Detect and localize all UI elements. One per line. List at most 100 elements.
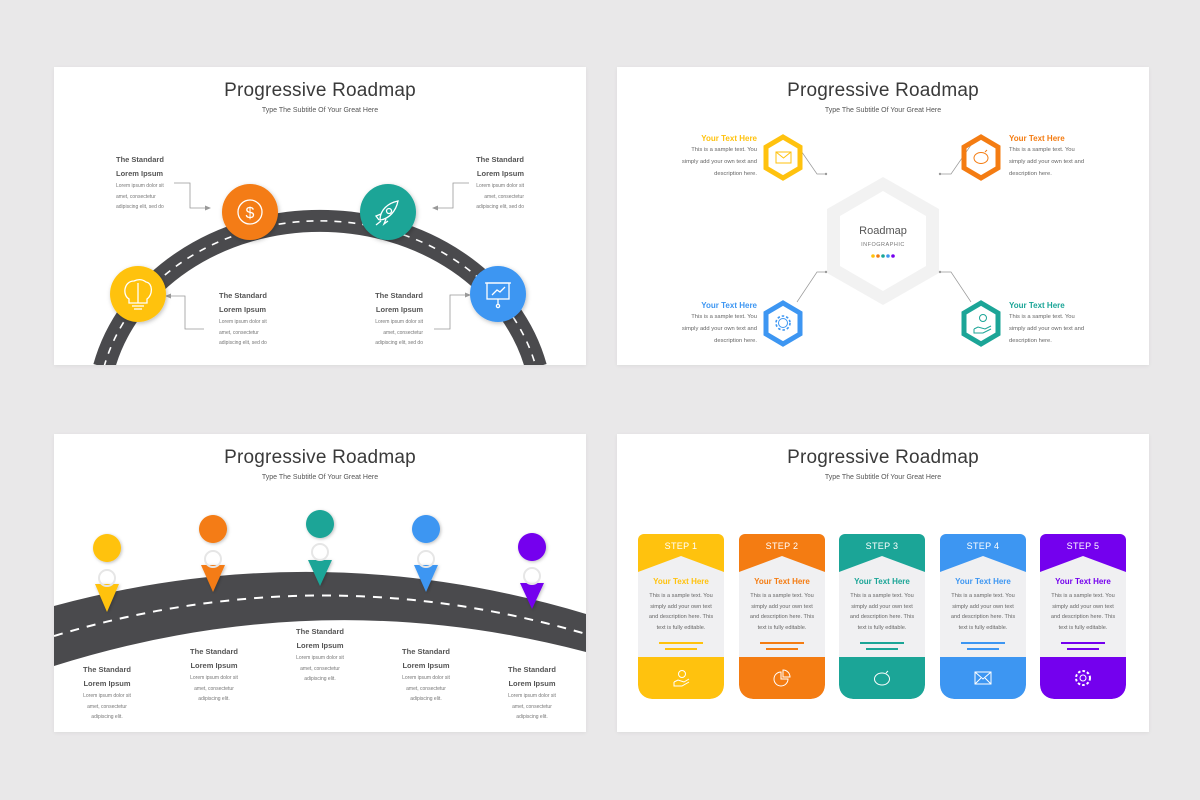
milestone-desc: amet, consectetur bbox=[116, 193, 156, 200]
milestone-subheading: Lorem Ipsum bbox=[375, 305, 423, 314]
hand-coin-icon bbox=[973, 314, 992, 334]
pin-desc: Lorem ipsum dolor sit bbox=[508, 693, 556, 699]
slide-subtitle: Type The Subtitle Of Your Great Here bbox=[261, 107, 379, 114]
step-title: Your Text Here bbox=[1055, 577, 1111, 586]
hub-subtitle: INFOGRAPHIC bbox=[861, 242, 905, 248]
slide-arc-roadmap[interactable]: Progressive Roadmap Type The Subtitle Of… bbox=[54, 67, 586, 365]
step-card-2[interactable]: STEP 2 Your Text Here This is a sample t… bbox=[739, 534, 825, 699]
pie-chart-icon bbox=[773, 669, 791, 687]
pin-desc: amet, consectetur bbox=[194, 685, 234, 692]
step-title: Your Text Here bbox=[854, 577, 910, 586]
step-title: Your Text Here bbox=[653, 577, 709, 586]
hex-item-1-text: Your Text Here This is a sample text. Yo… bbox=[1009, 133, 1109, 180]
pin-desc: adipiscing elit. bbox=[516, 714, 548, 720]
step-card-5[interactable]: STEP 5 Your Text Here This is a sample t… bbox=[1040, 534, 1126, 699]
pin-heading: The Standard bbox=[508, 665, 556, 674]
milestone-heading: The Standard bbox=[116, 155, 164, 164]
dollar-coin-icon: $ bbox=[237, 199, 263, 225]
hex-item-desc: simply add your own text and bbox=[681, 326, 757, 332]
envelope-icon bbox=[974, 671, 992, 685]
hex-item-desc: This is a sample text. You bbox=[1009, 314, 1075, 320]
milestone-desc: Lorem ipsum dolor sit bbox=[219, 319, 267, 325]
divider-line bbox=[860, 642, 904, 644]
arc-road-graphic: $ bbox=[93, 182, 547, 365]
pin-desc: Lorem ipsum dolor sit bbox=[190, 675, 238, 681]
pin-heading: The Standard bbox=[296, 627, 344, 636]
hex-item-desc: simply add your own text and bbox=[1009, 159, 1085, 165]
hex-item-title: Your Text Here bbox=[701, 134, 757, 143]
hex-item-desc: description here. bbox=[714, 171, 757, 177]
step-footer bbox=[1040, 657, 1126, 699]
pin-heading: The Standard bbox=[402, 647, 450, 656]
step-footer bbox=[739, 657, 825, 699]
pin-subheading: Lorem Ipsum bbox=[508, 679, 556, 688]
milestone-3-text: The Standard Lorem Ipsum Lorem ipsum dol… bbox=[343, 289, 423, 349]
slide-pin-roadmap[interactable]: Progressive Roadmap Type The Subtitle Of… bbox=[54, 434, 586, 732]
hex-item-desc: description here. bbox=[1009, 171, 1052, 177]
divider-line bbox=[766, 648, 798, 650]
divider-line bbox=[1061, 642, 1105, 644]
hex-item-2-text: Your Text Here This is a sample text. Yo… bbox=[657, 300, 757, 347]
presentation-chart-icon bbox=[485, 282, 511, 309]
hex-item-title: Your Text Here bbox=[1009, 301, 1065, 310]
piggy-bank-icon bbox=[973, 149, 989, 164]
milestone-desc: amet, consectetur bbox=[219, 329, 259, 336]
step-card-1[interactable]: STEP 1 Your Text Here This is a sample t… bbox=[638, 534, 724, 699]
divider-line bbox=[659, 642, 703, 644]
hex-item-desc: This is a sample text. You bbox=[691, 314, 757, 320]
divider-line bbox=[1067, 648, 1099, 650]
hexagon-hub-graphic bbox=[763, 134, 1001, 347]
step-label: STEP 3 bbox=[865, 541, 899, 551]
milestone-desc: Lorem ipsum dolor sit bbox=[116, 183, 164, 189]
milestone-2-text: The Standard Lorem Ipsum Lorem ipsum dol… bbox=[444, 153, 524, 213]
milestone-desc: amet, consectetur bbox=[383, 329, 423, 336]
svg-text:$: $ bbox=[246, 205, 255, 222]
step-card-4[interactable]: STEP 4 Your Text Here This is a sample t… bbox=[940, 534, 1026, 699]
svg-text:B: B bbox=[212, 557, 215, 562]
step-footer bbox=[638, 657, 724, 699]
step-footer bbox=[839, 657, 925, 699]
milestone-subheading: Lorem Ipsum bbox=[476, 169, 524, 178]
slide-hexagon-roadmap[interactable]: Progressive Roadmap Type The Subtitle Of… bbox=[617, 67, 1149, 365]
hex-item-desc: simply add your own text and bbox=[1009, 326, 1085, 332]
rocket-icon bbox=[374, 200, 399, 226]
slide-title: Progressive Roadmap bbox=[224, 447, 416, 468]
pin-subheading: Lorem Ipsum bbox=[402, 661, 450, 670]
milestone-desc: amet, consectetur bbox=[484, 193, 524, 200]
slide-title: Progressive Roadmap bbox=[787, 80, 979, 101]
step-label: STEP 2 bbox=[765, 541, 799, 551]
step-header-shape bbox=[940, 534, 1026, 572]
pin-desc: Lorem ipsum dolor sit bbox=[402, 675, 450, 681]
pin-desc: Lorem ipsum dolor sit bbox=[83, 693, 131, 699]
slide-step-cards[interactable]: Progressive Roadmap Type The Subtitle Of… bbox=[617, 434, 1149, 732]
step-header-shape bbox=[739, 534, 825, 572]
pin-desc: amet, consectetur bbox=[87, 703, 127, 710]
milestone-0-text: The Standard Lorem Ipsum Lorem ipsum dol… bbox=[219, 289, 299, 349]
step-label: STEP 1 bbox=[664, 541, 698, 551]
pin-e-text: The Standard Lorem Ipsum Lorem ipsum dol… bbox=[492, 663, 572, 723]
gear-icon bbox=[1075, 670, 1091, 686]
milestone-heading: The Standard bbox=[375, 291, 423, 300]
hub-title: Roadmap bbox=[859, 225, 907, 237]
pin-a-text: The Standard Lorem Ipsum Lorem ipsum dol… bbox=[67, 663, 147, 723]
pin-desc: amet, consectetur bbox=[406, 685, 446, 692]
pin-desc: amet, consectetur bbox=[300, 665, 340, 672]
divider-line bbox=[961, 642, 1005, 644]
step-header-shape bbox=[839, 534, 925, 572]
pin-subheading: Lorem Ipsum bbox=[190, 661, 238, 670]
step-label: STEP 5 bbox=[1066, 541, 1100, 551]
step-card-3[interactable]: STEP 3 Your Text Here This is a sample t… bbox=[839, 534, 925, 699]
pin-desc: adipiscing elit. bbox=[304, 676, 336, 682]
divider-line bbox=[866, 648, 898, 650]
step-footer bbox=[940, 657, 1026, 699]
svg-text:E: E bbox=[531, 574, 534, 579]
milestone-desc: adipiscing elit, sed do bbox=[219, 340, 267, 346]
pin-heading: The Standard bbox=[83, 665, 131, 674]
milestone-desc: adipiscing elit, sed do bbox=[375, 340, 423, 346]
pin-desc: Lorem ipsum dolor sit bbox=[296, 655, 344, 661]
hex-item-desc: description here. bbox=[1009, 338, 1052, 344]
svg-text:C: C bbox=[319, 550, 322, 555]
pin-c-text: The Standard Lorem Ipsum Lorem ipsum dol… bbox=[280, 625, 360, 685]
divider-line bbox=[967, 648, 999, 650]
